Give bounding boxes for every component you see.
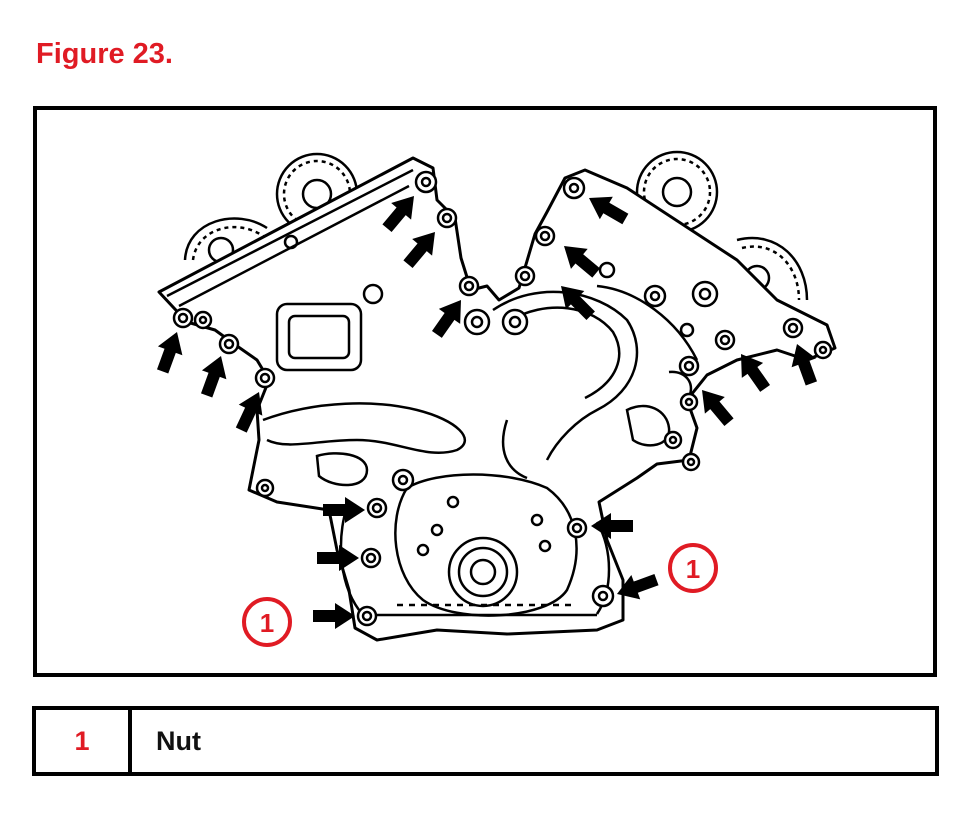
diagram-frame: 1 1 (33, 106, 937, 677)
svg-text:1: 1 (686, 554, 700, 584)
arrow-icon (150, 327, 190, 376)
callout-1-left: 1 (242, 597, 292, 647)
legend-description: Nut (156, 725, 201, 756)
engine-cover-diagram: 1 1 (150, 150, 837, 647)
arrow-icon (692, 381, 739, 431)
arrow-icon (313, 603, 355, 629)
timing-cover-outline (157, 156, 837, 642)
svg-text:1: 1 (260, 608, 274, 638)
bolt-bosses (172, 170, 833, 627)
arrow-icon (194, 351, 234, 400)
legend-key: 1 (36, 710, 132, 772)
figure-title: Figure 23. (36, 38, 173, 70)
legend-table: 1 Nut (32, 706, 939, 776)
callout-1-right: 1 (668, 543, 718, 593)
